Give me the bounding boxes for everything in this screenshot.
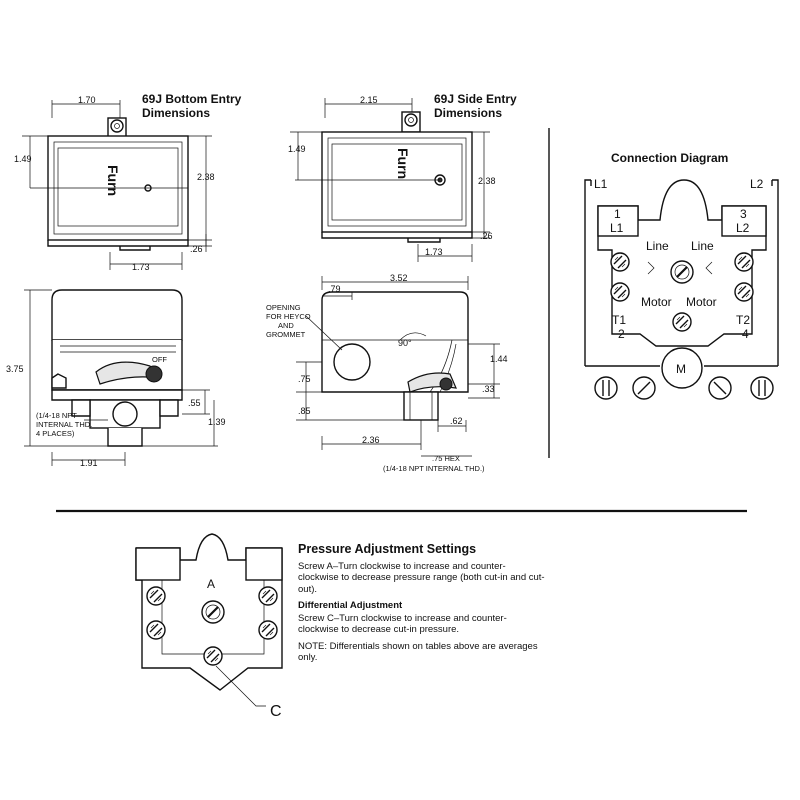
box-right-bottom: L2 — [736, 221, 750, 235]
bottom-entry-dim-top: 1.70 — [78, 95, 96, 105]
side-side-dim-right: 1.44 — [490, 354, 508, 364]
differential-note: NOTE: Differentials shown on tables abov… — [298, 640, 538, 664]
screw-a-label: A — [207, 577, 215, 591]
opening-note-2: FOR HEYCO — [266, 312, 311, 321]
box-left-bottom: L1 — [610, 221, 624, 235]
side-side-dim-left-b: .85 — [298, 406, 311, 416]
connection-diagram: Connection Diagram L1 L2 1 L1 3 L2 Line … — [584, 151, 779, 400]
bottom-entry-top-view: 69J Bottom Entry Dimensions 1.70 Furn 1.… — [14, 92, 242, 272]
box-left-top: 1 — [614, 207, 621, 221]
side-side-dim-left-a: .75 — [298, 374, 311, 384]
bottom-side-dim-height: 3.75 — [6, 364, 24, 374]
side-side-dim-bottom: 2.36 — [362, 435, 380, 445]
off-label: OFF — [152, 355, 167, 364]
pressure-adjustment-text: Pressure Adjustment Settings Screw A–Tur… — [298, 542, 546, 669]
thread-note-1: (1/4-18 NPT — [36, 411, 77, 420]
side-side-dim-bottom-small: .62 — [450, 416, 463, 426]
side-entry-dim-left: 1.49 — [288, 144, 306, 154]
connection-title: Connection Diagram — [611, 151, 728, 165]
side-side-dim-top-small: .79 — [328, 284, 341, 294]
side-entry-title-2: Dimensions — [434, 106, 502, 120]
screw-c-label: C — [270, 703, 282, 720]
motor-right: Motor — [686, 295, 717, 309]
t1-num: 2 — [618, 327, 625, 341]
side-entry-dim-small: .26 — [480, 231, 493, 241]
side-entry-dim-bottom: 1.73 — [425, 247, 443, 257]
bottom-entry-dim-left: 1.49 — [14, 154, 32, 164]
bottom-entry-title-1: 69J Bottom Entry — [142, 92, 242, 106]
conn-l2: L2 — [750, 177, 764, 191]
differential-body: Screw C–Turn clockwise to increase and c… — [298, 612, 507, 636]
side-side-dim-top: 3.52 — [390, 273, 408, 283]
side-entry-top-view: 69J Side Entry Dimensions 2.15 Furn 1.49… — [288, 92, 517, 262]
line-left: Line — [646, 239, 669, 253]
differential-heading: Differential Adjustment — [298, 600, 403, 611]
side-entry-dim-top: 2.15 — [360, 95, 378, 105]
bottom-entry-dim-bottom: 1.73 — [132, 262, 150, 272]
t2-num: 4 — [742, 327, 749, 341]
thread-note-3: 4 PLACES) — [36, 429, 75, 438]
box-right-top: 3 — [740, 207, 747, 221]
side-entry-side-view: 90° 3.52 .79 1.44 .33 .75 .85 .62 2.36 .… — [266, 273, 508, 473]
motor-symbol: M — [676, 362, 686, 376]
bottom-entry-side-view: OFF 3.75 .55 1.39 1.91 (1/4-18 NPT INTER… — [6, 289, 226, 468]
bottom-side-dim-a: .55 — [188, 398, 201, 408]
hex-note-2: (1/4-18 NPT INTERNAL THD.) — [383, 464, 485, 473]
conn-l1: L1 — [594, 177, 608, 191]
t2-label: T2 — [736, 313, 750, 327]
opening-note-4: GROMMET — [266, 330, 306, 339]
line-right: Line — [691, 239, 714, 253]
adjustment-body: Screw A–Turn clockwise to increase and c… — [298, 560, 545, 595]
angle-label: 90° — [398, 338, 412, 348]
adjustment-figure: A C — [135, 533, 283, 720]
opening-note-3: AND — [278, 321, 294, 330]
bottom-side-dim-bottom: 1.91 — [80, 458, 98, 468]
hex-note-1: .75 HEX — [432, 454, 460, 463]
side-side-dim-right-small: .33 — [482, 384, 495, 394]
bottom-entry-dim-right: 2.38 — [197, 172, 215, 182]
bottom-entry-brand: Furn — [105, 165, 121, 196]
side-entry-title-1: 69J Side Entry — [434, 92, 517, 106]
adjustment-heading: Pressure Adjustment Settings — [298, 542, 477, 556]
side-entry-brand: Furn — [395, 148, 411, 179]
t1-label: T1 — [612, 313, 626, 327]
opening-note-1: OPENING — [266, 303, 301, 312]
thread-note-2: INTERNAL THD. — [36, 420, 92, 429]
side-entry-dim-right: 2.38 — [478, 176, 496, 186]
bottom-side-dim-b: 1.39 — [208, 417, 226, 427]
bottom-entry-dim-small: .26 — [190, 244, 203, 254]
bottom-entry-title-2: Dimensions — [142, 106, 210, 120]
motor-left: Motor — [641, 295, 672, 309]
